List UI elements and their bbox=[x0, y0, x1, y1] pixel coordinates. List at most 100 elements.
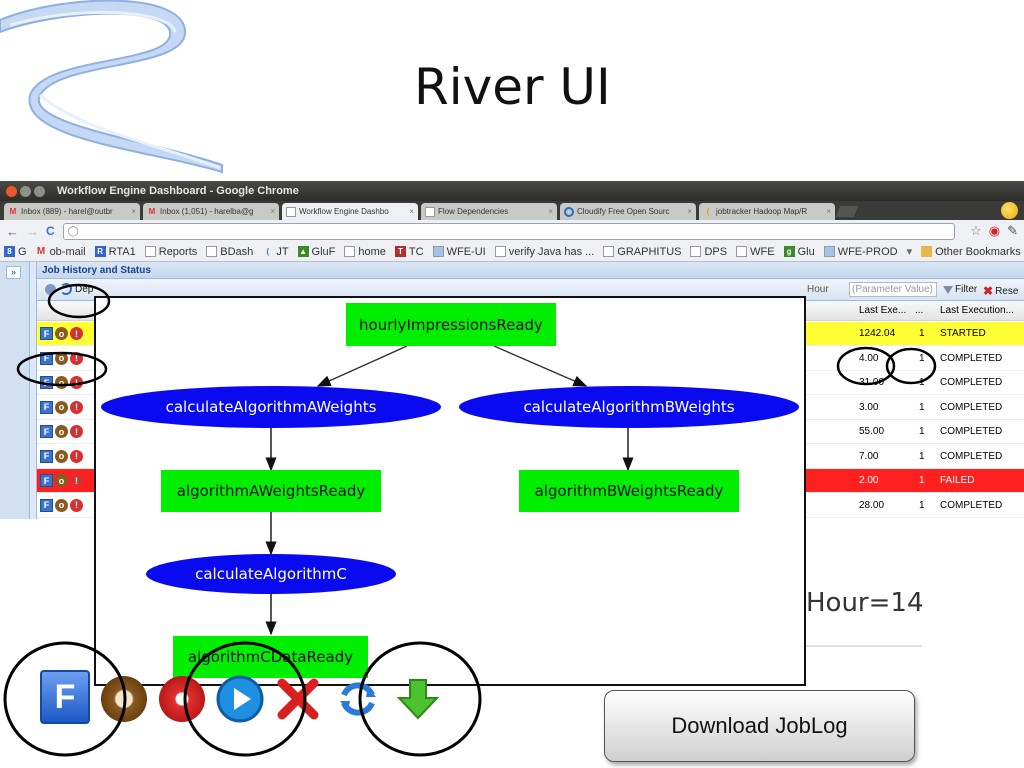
reset-button[interactable]: ✖ Rese bbox=[983, 284, 1019, 298]
close-tab-icon[interactable]: × bbox=[548, 207, 553, 216]
other-bookmarks[interactable]: Other Bookmarks bbox=[921, 246, 1021, 258]
browser-tab[interactable]: ( jobtracker Hadoop Map/R× bbox=[699, 203, 835, 220]
settings-icon[interactable]: o bbox=[55, 400, 68, 414]
flow-f-icon[interactable]: F bbox=[40, 351, 53, 365]
minimize-window-icon[interactable] bbox=[20, 185, 31, 197]
exec-count: 1 bbox=[919, 377, 925, 388]
close-window-icon[interactable] bbox=[6, 185, 17, 197]
node-algorithm-b-weights-ready[interactable]: algorithmBWeightsReady bbox=[519, 470, 739, 512]
dependencies-refresh-icon[interactable] bbox=[330, 670, 386, 728]
download-joblog-button[interactable]: Download JobLog bbox=[604, 690, 915, 762]
flow-f-icon[interactable]: F bbox=[40, 376, 53, 389]
settings-icon[interactable]: o bbox=[55, 376, 68, 389]
parameter-value-input[interactable]: (Parameter Value) bbox=[849, 282, 937, 297]
node-calculate-algorithm-a-weights[interactable]: calculateAlgorithmAWeights bbox=[101, 386, 441, 428]
bookmark-item[interactable]: home bbox=[344, 246, 386, 258]
settings-icon[interactable]: o bbox=[55, 327, 68, 340]
kill-job-icon[interactable]: ! bbox=[70, 474, 83, 487]
bookmark-item[interactable]: ▲GluF bbox=[297, 245, 336, 258]
bookmark-item[interactable]: GRAPHITUS bbox=[603, 246, 681, 258]
kill-job-icon[interactable]: ! bbox=[70, 327, 83, 340]
column-header[interactable]: Last Execution... bbox=[940, 305, 1014, 316]
page-icon bbox=[736, 246, 748, 257]
close-tab-icon[interactable]: × bbox=[270, 207, 275, 216]
close-tab-icon[interactable]: × bbox=[687, 207, 692, 216]
browser-tab-active[interactable]: Workflow Engine Dashbo× bbox=[282, 203, 418, 220]
opera-extension-icon[interactable]: ◉ bbox=[988, 223, 1001, 238]
node-hourly-impressions-ready[interactable]: hourlyImpressionsReady bbox=[346, 303, 556, 346]
page-icon bbox=[425, 206, 435, 217]
delete-x-icon[interactable] bbox=[270, 670, 326, 728]
browser-tab[interactable]: M Inbox (889) - harel@outbr× bbox=[4, 203, 140, 220]
kill-job-icon[interactable]: ! bbox=[70, 351, 83, 365]
folder-icon bbox=[921, 246, 933, 257]
node-calculate-algorithm-c[interactable]: calculateAlgorithmC bbox=[146, 554, 396, 594]
bookmark-item[interactable]: WFE bbox=[736, 246, 775, 258]
back-arrow-icon[interactable]: ← bbox=[6, 223, 19, 239]
exec-count: 1 bbox=[919, 475, 925, 486]
settings-icon[interactable]: o bbox=[55, 498, 68, 512]
reload-icon[interactable]: C bbox=[46, 224, 55, 238]
address-bar[interactable]: ◯ bbox=[62, 222, 956, 240]
forward-arrow-icon[interactable]: → bbox=[26, 223, 39, 239]
bookmark-item[interactable]: WFE-UI bbox=[432, 246, 486, 258]
kill-job-icon[interactable]: ! bbox=[70, 498, 83, 512]
kill-job-icon[interactable]: ! bbox=[70, 400, 83, 414]
bookmarks-overflow-chevron-icon[interactable]: ▾ bbox=[906, 246, 913, 258]
dependencies-button[interactable]: Dep bbox=[45, 283, 93, 295]
settings-icon[interactable]: o bbox=[55, 449, 68, 463]
browser-tab[interactable]: Flow Dependencies× bbox=[421, 203, 557, 220]
close-tab-icon[interactable]: × bbox=[826, 207, 831, 216]
kill-job-icon[interactable]: ! bbox=[70, 449, 83, 463]
settings-icon[interactable] bbox=[96, 670, 152, 728]
hour-filter-label: Hour bbox=[807, 284, 829, 295]
bookmark-item[interactable]: verify Java has ... bbox=[494, 246, 594, 258]
expand-double-chevron-icon[interactable]: » bbox=[6, 266, 21, 279]
bookmark-item[interactable]: (JT bbox=[262, 246, 288, 258]
wrench-menu-icon[interactable]: ✎ bbox=[1007, 223, 1018, 238]
bookmark-item[interactable]: DPS bbox=[690, 246, 727, 258]
bookmark-item[interactable]: BDash bbox=[206, 246, 253, 258]
bookmark-item[interactable]: Reports bbox=[144, 246, 197, 258]
kill-job-icon[interactable] bbox=[154, 670, 210, 728]
flow-f-icon[interactable]: F bbox=[40, 425, 53, 438]
refresh-icon bbox=[45, 283, 56, 295]
flow-f-icon[interactable]: F bbox=[40, 670, 90, 724]
node-algorithm-a-weights-ready[interactable]: algorithmAWeightsReady bbox=[161, 470, 381, 512]
node-calculate-algorithm-b-weights[interactable]: calculateAlgorithmBWeights bbox=[459, 386, 799, 428]
settings-icon[interactable]: o bbox=[55, 425, 68, 438]
close-tab-icon[interactable]: × bbox=[131, 207, 136, 216]
flow-f-icon[interactable]: F bbox=[40, 498, 53, 512]
browser-tab[interactable]: Cloudify Free Open Sourc× bbox=[560, 203, 696, 220]
profile-avatar-icon[interactable] bbox=[1001, 202, 1018, 219]
star-bookmark-icon[interactable]: ☆ bbox=[970, 223, 982, 238]
image-icon bbox=[823, 246, 835, 257]
kill-job-icon[interactable]: ! bbox=[70, 425, 83, 438]
settings-icon[interactable]: o bbox=[55, 351, 68, 365]
column-header[interactable]: Last Exe... bbox=[859, 305, 907, 316]
flow-f-icon[interactable]: F bbox=[40, 449, 53, 463]
flow-f-icon[interactable]: F bbox=[40, 400, 53, 414]
flow-f-icon[interactable]: F bbox=[40, 474, 53, 487]
close-tab-icon[interactable]: × bbox=[409, 207, 414, 216]
bookmark-item[interactable]: WFE-PROD bbox=[823, 246, 898, 258]
browser-tab[interactable]: M Inbox (1,051) - harelba@g× bbox=[143, 203, 279, 220]
kill-job-icon[interactable]: ! bbox=[70, 376, 83, 389]
flow-f-icon[interactable]: F bbox=[40, 327, 53, 340]
column-header[interactable]: ... bbox=[915, 305, 924, 316]
new-tab-button[interactable] bbox=[835, 206, 859, 217]
maximize-window-icon[interactable] bbox=[34, 185, 45, 197]
download-arrow-icon[interactable] bbox=[390, 670, 446, 728]
run-play-icon[interactable] bbox=[212, 670, 268, 728]
exec-count: 1 bbox=[919, 352, 925, 364]
settings-icon[interactable]: o bbox=[55, 474, 68, 487]
filter-button[interactable]: Filter bbox=[943, 284, 977, 295]
